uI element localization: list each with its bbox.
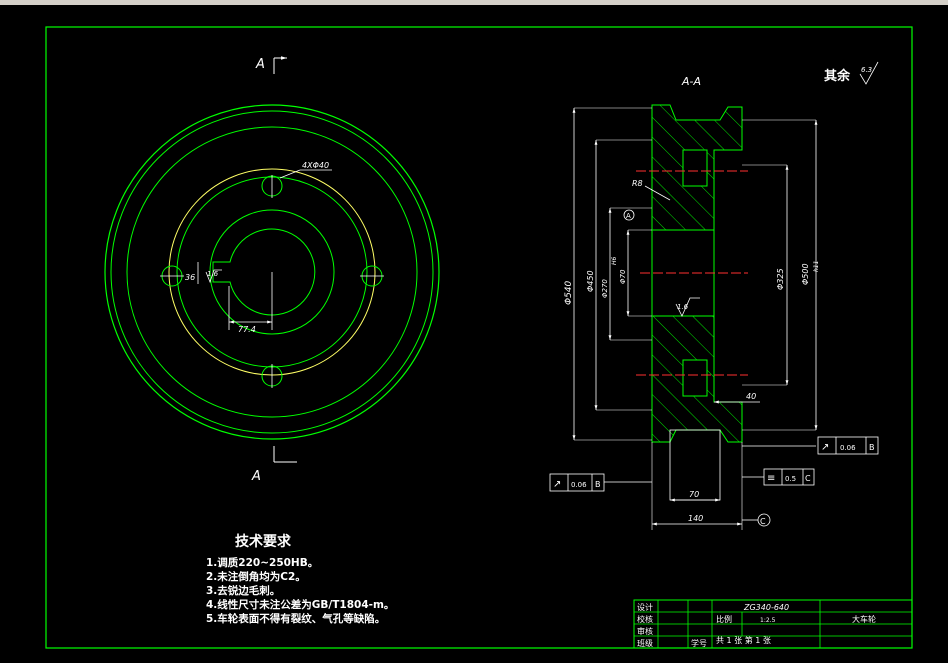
tol-left-symbol: ↗ xyxy=(553,479,561,490)
hub-pocket-bottom xyxy=(682,359,708,397)
tol-right-symbol: ↗ xyxy=(821,442,829,453)
datum-c: C xyxy=(760,517,766,526)
tech-requirements-title: 技术要求 xyxy=(235,533,292,550)
tech-item-2: 2.未注倒角均为C2。 xyxy=(206,570,306,583)
tol-left-datum: B xyxy=(595,480,601,489)
tol-sym-value: 0.5 xyxy=(785,475,796,483)
section-view: A-A Φ540 Φ450 Φ270 H6 Φ70 xyxy=(564,75,820,530)
dim-500: Φ500 xyxy=(801,263,810,285)
hub-pocket-top xyxy=(682,149,708,187)
window-top-strip xyxy=(0,0,948,5)
radius-label: R8 xyxy=(632,179,643,188)
keyway-width-dim: 36 xyxy=(185,273,195,282)
dim-bore-b: Φ70 xyxy=(619,269,627,284)
tb-row-label-4: 班级 xyxy=(637,638,653,648)
hole-callout: 4XΦ40 xyxy=(302,161,329,170)
tol-sym-symbol: ≡ xyxy=(767,473,775,484)
tb-scale-label: 比例 xyxy=(716,614,732,624)
roughness-note-value: 6.3 xyxy=(861,66,872,74)
tb-sheets: 共 1 张 第 1 张 xyxy=(716,635,771,645)
roughness-inner: 1.6 xyxy=(677,303,689,311)
dim-tolerance: H6 xyxy=(611,256,618,265)
section-mark-top: A xyxy=(255,57,265,72)
tech-item-4: 4.线性尺寸未注公差为GB/T1804-m。 xyxy=(206,598,394,611)
tb-material: ZG340-640 xyxy=(743,603,789,612)
keyway-depth-dim: 77.4 xyxy=(238,325,256,334)
tol-right-datum: B xyxy=(869,443,875,452)
section-mark-bottom: A xyxy=(251,469,261,484)
hub-width-dim: 70 xyxy=(689,490,699,499)
hub-right-dim: 40 xyxy=(746,392,756,401)
dim-inner-left: Φ450 xyxy=(586,270,595,292)
tech-requirements: 技术要求 1.调质220~250HB。 2.未注倒角均为C2。 3.去锐边毛刺。… xyxy=(206,533,394,625)
rim-inner-circle xyxy=(126,126,418,418)
outer-rim-circle xyxy=(104,104,440,440)
total-width-dim: 140 xyxy=(688,514,703,523)
tb-scale-value: 1:2.5 xyxy=(760,617,776,624)
tb-row-label-3: 审核 xyxy=(637,626,653,636)
cad-drawing: 4XΦ40 36 1.6 77.4 A A A-A xyxy=(45,26,913,649)
dim-325: Φ325 xyxy=(776,268,785,290)
tol-sym-datum: C xyxy=(805,474,811,483)
dim-bore-a: Φ270 xyxy=(601,279,609,298)
tolerance-frame-symmetry: ≡ 0.5 C xyxy=(742,468,815,486)
section-title: A-A xyxy=(681,75,701,88)
tolerance-frame-right: ↗ 0.06 B xyxy=(742,436,879,455)
dim-outer-diameter: Φ540 xyxy=(564,280,574,305)
bore-with-keyway xyxy=(212,228,316,316)
datum-a: A xyxy=(626,212,631,220)
tech-item-3: 3.去锐边毛刺。 xyxy=(206,584,280,597)
roughness-note-label: 其余 xyxy=(824,68,851,84)
tol-right-value: 0.06 xyxy=(840,444,856,452)
keyway-roughness: 1.6 xyxy=(207,270,219,278)
tolerance-frame-left: ↗ 0.06 B xyxy=(549,473,652,492)
tb-row-label-1: 设计 xyxy=(637,602,653,612)
front-view: 4XΦ40 36 1.6 77.4 A A xyxy=(104,56,440,484)
drawing-border xyxy=(45,26,913,649)
tech-item-5: 5.车轮表面不得有裂纹、气孔等缺陷。 xyxy=(206,612,385,625)
hub-mid-circle xyxy=(209,209,335,335)
dim-500-tol: h11 xyxy=(813,261,820,272)
tol-left-value: 0.06 xyxy=(571,481,587,489)
roughness-note: 其余 6.3 xyxy=(824,61,879,85)
tb-part-name: 大车轮 xyxy=(852,614,876,624)
title-block: 设计 校核 审核 班级 学号 ZG340-640 比例 1:2.5 大车轮 共 … xyxy=(633,599,913,649)
tb-row-label-2: 校核 xyxy=(637,614,653,624)
tread-circle xyxy=(110,110,434,434)
tech-item-1: 1.调质220~250HB。 xyxy=(206,556,318,569)
tb-student-no-label: 学号 xyxy=(691,638,707,648)
